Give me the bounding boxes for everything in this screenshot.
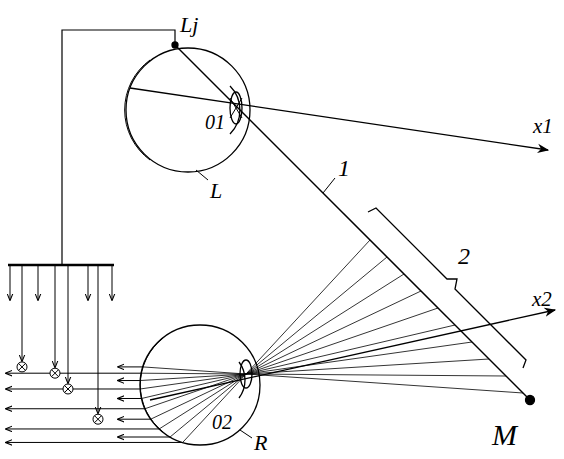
signal-drop (10, 265, 11, 300)
label: 02 (212, 412, 232, 432)
signal-drop (38, 265, 39, 300)
label: x1 (533, 116, 553, 137)
multiplier (93, 414, 103, 424)
lens (230, 92, 242, 124)
light-ray (170, 257, 387, 437)
retina-arc (125, 60, 150, 160)
signal-drop (68, 265, 69, 383)
retina-output (6, 408, 145, 409)
sight-line (175, 45, 530, 400)
retina-output (6, 442, 183, 443)
multiplier (52, 370, 59, 377)
signal-drop (112, 265, 113, 300)
label: R (254, 432, 267, 454)
light-ray (141, 373, 506, 376)
light-ray (140, 359, 489, 381)
multiplier (95, 416, 102, 423)
point-m (526, 396, 535, 405)
label: Lj (180, 14, 198, 36)
retina-output (118, 398, 142, 399)
retina-output (118, 380, 140, 381)
label: 01 (205, 112, 225, 132)
retina-output (118, 366, 143, 367)
label: 2 (458, 244, 470, 268)
signal-wire (62, 30, 175, 265)
light-ray (145, 308, 438, 409)
leader (196, 170, 208, 180)
retina-output (6, 428, 159, 429)
brace (368, 208, 526, 368)
axis-x1 (130, 88, 548, 150)
multiplier (19, 363, 26, 370)
retina-output (6, 373, 141, 374)
leader (240, 430, 252, 438)
light-ray (140, 342, 472, 389)
light-ray (143, 367, 523, 393)
signal-drop (55, 265, 56, 367)
signal-drop (88, 265, 89, 300)
label: M (492, 420, 517, 450)
light-ray (159, 274, 404, 429)
label: L (210, 180, 222, 202)
label: 1 (338, 156, 350, 180)
leader (323, 178, 335, 193)
label: x2 (532, 289, 552, 310)
retina-output (118, 419, 151, 420)
left-eye (126, 48, 250, 172)
light-ray (142, 325, 455, 398)
multiplier (63, 384, 73, 394)
multiplier (17, 362, 27, 372)
retina-output (118, 437, 170, 438)
retina-arc (140, 338, 163, 432)
signal-drop (98, 265, 99, 413)
signal-drop (22, 265, 23, 361)
multiplier (65, 385, 72, 392)
multiplier (50, 368, 60, 378)
